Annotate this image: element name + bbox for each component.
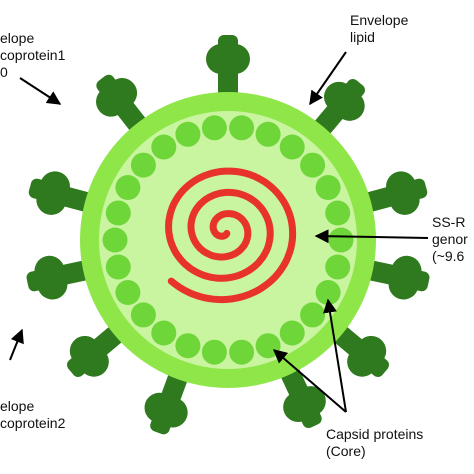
spike-icon bbox=[206, 35, 250, 105]
arrow-glycoprotein2 bbox=[9, 328, 24, 361]
capsid-bead bbox=[151, 134, 177, 160]
capsid-bead bbox=[328, 227, 354, 253]
capsid-bead bbox=[102, 227, 128, 253]
capsid-bead bbox=[279, 134, 305, 160]
spike-icon bbox=[144, 365, 190, 435]
capsid-bead bbox=[325, 200, 351, 226]
arrow-envelope-lipid bbox=[309, 51, 347, 106]
capsid-bead bbox=[229, 115, 255, 141]
capsid-bead bbox=[105, 254, 131, 280]
label-glycoprotein2: elope coprotein2 bbox=[0, 398, 65, 432]
label-capsid-line1: Capsid proteins bbox=[326, 426, 424, 442]
capsid-bead bbox=[255, 121, 281, 147]
capsid-bead bbox=[115, 175, 141, 200]
capsid-bead bbox=[300, 302, 326, 328]
spike-icon bbox=[28, 171, 99, 215]
capsid-bead bbox=[175, 121, 201, 147]
label-envelope-line1: Envelope bbox=[350, 12, 409, 28]
capsid-bead bbox=[315, 175, 341, 200]
capsid-bead bbox=[229, 339, 255, 365]
capsid-bead bbox=[201, 339, 227, 365]
label-genome: SS-R genor (~9.6 bbox=[432, 214, 468, 265]
spike-icon bbox=[96, 74, 151, 138]
label-genome-line1: SS-R bbox=[432, 214, 466, 230]
label-genome-line2: genor bbox=[432, 231, 468, 247]
rna-genome-spiral-icon bbox=[165, 167, 297, 304]
capsid-bead bbox=[300, 152, 326, 178]
label-gp2-line2: coprotein2 bbox=[0, 415, 66, 431]
spike-icon bbox=[66, 321, 129, 377]
capsid-bead bbox=[325, 254, 351, 280]
capsid-bead bbox=[130, 302, 156, 328]
label-glycoprotein1: elope coprotein1 0 bbox=[0, 30, 65, 81]
label-genome-line3: (~9.6 bbox=[432, 248, 465, 264]
capsid-bead bbox=[175, 333, 201, 359]
capsid-bead bbox=[201, 115, 227, 141]
spike-icon bbox=[327, 321, 390, 377]
capsid-bead bbox=[255, 333, 281, 359]
capsid-bead bbox=[130, 152, 156, 178]
capsid-bead bbox=[105, 200, 131, 226]
glycoprotein-spikes bbox=[26, 35, 430, 435]
spike-icon bbox=[309, 78, 365, 141]
capsid-bead bbox=[151, 320, 177, 346]
label-gp1-line1: elope bbox=[0, 30, 35, 46]
spike-icon bbox=[359, 255, 430, 300]
pointer-arrows bbox=[9, 51, 429, 413]
label-gp1-line3: 0 bbox=[0, 64, 8, 80]
capsid-protein-ring bbox=[102, 115, 354, 365]
arrow-capsid-1 bbox=[323, 298, 347, 413]
arrow-genome bbox=[314, 229, 429, 244]
capsid-interior bbox=[99, 111, 357, 369]
capsid-bead bbox=[279, 320, 305, 346]
arrow-capsid-2 bbox=[272, 349, 347, 413]
arrow-glycoprotein1 bbox=[19, 77, 62, 105]
label-capsid-line2: (Core) bbox=[326, 443, 366, 459]
label-envelope-line2: lipid bbox=[350, 29, 375, 45]
spike-icon bbox=[277, 360, 326, 429]
label-envelope-lipid: Envelope lipid bbox=[350, 12, 408, 46]
label-gp2-line1: elope bbox=[0, 398, 35, 414]
label-gp1-line2: coprotein1 bbox=[0, 47, 66, 63]
spike-icon bbox=[357, 171, 428, 215]
label-capsid: Capsid proteins (Core) bbox=[326, 426, 423, 460]
spike-icon bbox=[26, 255, 97, 300]
capsid-bead bbox=[115, 280, 141, 305]
